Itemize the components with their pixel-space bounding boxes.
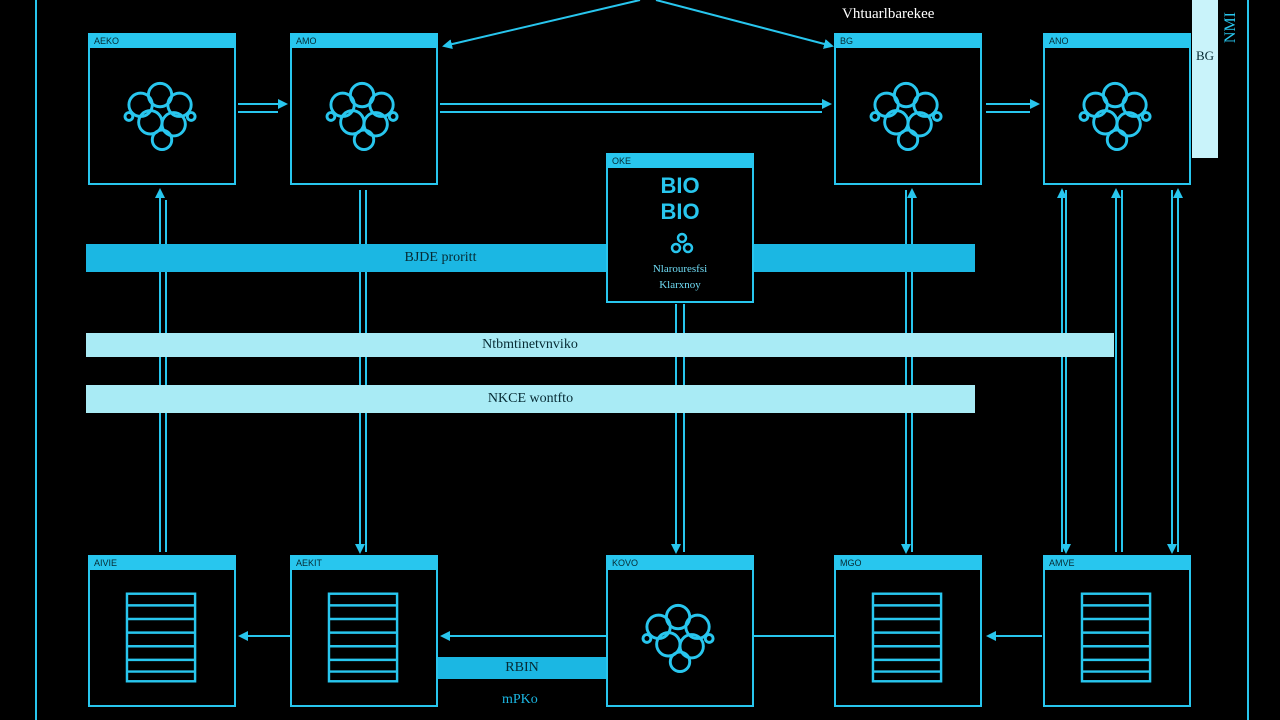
cluster-node-2-header: AMO <box>292 35 436 48</box>
storage-node-3-header: MGO <box>836 557 980 570</box>
cluster-node-2[interactable]: AMO <box>290 33 438 185</box>
bus-bar-2-label: Ntbmtinetvnviko <box>482 337 578 352</box>
cluster-node-5-header: KOVO <box>608 557 752 570</box>
side-label: NMI <box>1222 12 1239 44</box>
cluster-node-4-header: ANO <box>1045 35 1189 48</box>
cluster-icon <box>325 81 399 152</box>
bus-bar-1-label: BJDE proritt <box>404 250 477 265</box>
server-rack-icon <box>871 592 943 683</box>
server-rack-icon <box>327 592 399 683</box>
side-panel: BG <box>1192 0 1218 158</box>
cluster-node-4[interactable]: ANO <box>1043 33 1191 185</box>
cluster-icon <box>123 81 197 152</box>
cluster-node-1-header: AEKO <box>90 35 234 48</box>
central-hub-line-2: BIO <box>660 199 700 224</box>
bus-bar-4: RBIN <box>438 657 606 679</box>
storage-node-4-header: AMVE <box>1045 557 1189 570</box>
storage-node-2-header: AEKIT <box>292 557 436 570</box>
bus-bar-2: Ntbmtinetvnviko <box>86 333 1114 357</box>
central-hub-sub-2: Klarxnoy <box>659 279 701 291</box>
central-hub-node[interactable]: OKE BIO BIO Nlarouresfsi Klarxnoy <box>606 153 754 303</box>
cluster-node-5[interactable]: KOVO <box>606 555 754 707</box>
network-icon <box>670 232 694 254</box>
central-hub-line-1: BIO <box>660 173 700 198</box>
storage-node-2[interactable]: AEKIT <box>290 555 438 707</box>
bus-bar-4-label: RBIN <box>505 660 539 675</box>
central-hub-header: OKE <box>608 155 752 168</box>
cluster-icon <box>869 81 943 152</box>
bus-bar-3: NKCE wontfto <box>86 385 975 413</box>
central-hub-sub-1: Nlarouresfsi <box>652 263 708 275</box>
server-rack-icon <box>1080 592 1152 683</box>
cluster-node-3-header: BG <box>836 35 980 48</box>
storage-node-3[interactable]: MGO <box>834 555 982 707</box>
storage-node-1[interactable]: AIVIE <box>88 555 236 707</box>
storage-node-1-header: AIVIE <box>90 557 234 570</box>
cluster-node-1[interactable]: AEKO <box>88 33 236 185</box>
bus-bar-3-label: NKCE wontfto <box>487 391 574 406</box>
diagram-title: Vhtuarlbarekee <box>842 6 935 22</box>
storage-node-4[interactable]: AMVE <box>1043 555 1191 707</box>
side-panel-label: BG <box>1196 48 1215 63</box>
cluster-icon <box>1078 81 1152 152</box>
cluster-node-3[interactable]: BG <box>834 33 982 185</box>
server-rack-icon <box>125 592 197 683</box>
bus-bar-1: BJDE proritt <box>86 244 975 272</box>
bottom-caption: mPKo <box>502 692 538 707</box>
cluster-icon <box>641 603 715 674</box>
